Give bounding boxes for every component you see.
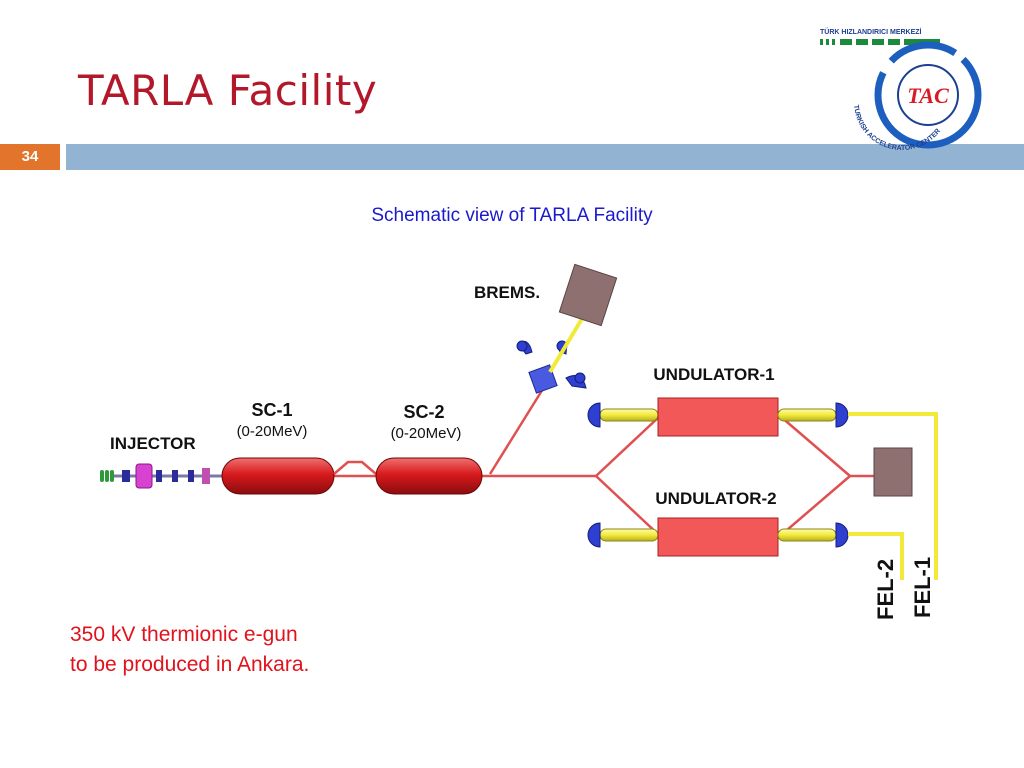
- chicane: [333, 460, 377, 475]
- fel-2-beamline: [848, 532, 904, 580]
- egun-note-line-2: to be produced in Ankara.: [70, 653, 310, 676]
- brems-label: BREMS.: [474, 283, 540, 302]
- buncher: [122, 470, 130, 482]
- slide-title: TARLA Facility: [78, 66, 378, 115]
- undulator-2: UNDULATOR-2: [587, 489, 849, 557]
- page-number-badge: 34: [0, 144, 60, 170]
- beam-dump: [873, 447, 913, 497]
- logo-outer-ring: [874, 41, 982, 149]
- header-band: [66, 144, 1024, 170]
- diagram-caption: Schematic view of TARLA Facility: [371, 205, 653, 226]
- fel-1-label: FEL-1: [910, 557, 935, 618]
- injector: INJECTOR: [100, 434, 222, 489]
- brems-beam-line: [488, 383, 548, 475]
- injector-label: INJECTOR: [110, 434, 196, 453]
- brems-photon-line: [548, 310, 588, 374]
- injector-cavity: [135, 463, 153, 489]
- fel-1-beamline: [848, 412, 938, 580]
- sc-2-energy: (0-20MeV): [391, 425, 462, 442]
- sc-1-label: SC-1: [251, 400, 292, 420]
- sc-1-cavity: SC-1 (0-20MeV): [221, 400, 335, 495]
- brems-detectors: [516, 340, 587, 389]
- logo-inner-ring: [897, 64, 959, 126]
- undulator-2-label: UNDULATOR-2: [655, 489, 776, 508]
- logo-top-text: TÜRK HIZLANDIRICI MERKEZİ: [820, 27, 922, 36]
- sc-1-energy: (0-20MeV): [237, 423, 308, 440]
- gun-coil: [100, 470, 114, 482]
- tac-logo: TÜRK HIZLANDIRICI MERKEZİ TAC TURKISH AC…: [820, 27, 982, 150]
- brems-dump: [558, 263, 618, 327]
- undulator-1-label: UNDULATOR-1: [653, 365, 774, 384]
- sc-2-cavity: SC-2 (0-20MeV): [375, 402, 483, 495]
- sc-2-label: SC-2: [403, 402, 444, 422]
- egun-note: 350 kV thermionic e-gun to be produced i…: [70, 620, 309, 680]
- egun-note-line-1: 350 kV thermionic e-gun: [70, 623, 298, 646]
- undulator-1: UNDULATOR-1: [587, 365, 849, 437]
- fel-2-label: FEL-2: [873, 559, 898, 620]
- logo-center-text: TAC: [907, 83, 949, 108]
